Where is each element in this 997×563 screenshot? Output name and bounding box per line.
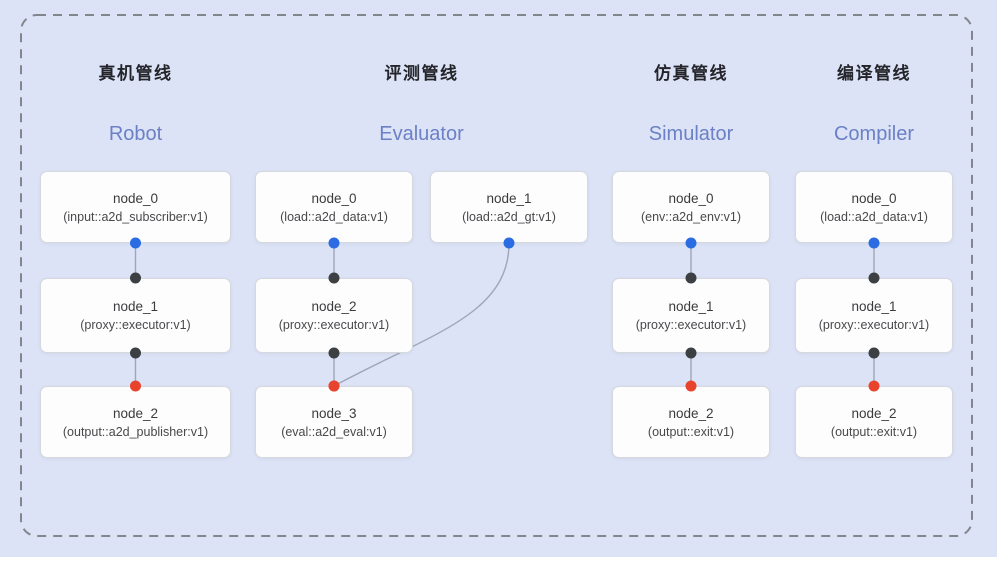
node-title: node_3 bbox=[311, 405, 357, 421]
node-subtitle: (proxy::executor:v1) bbox=[278, 318, 390, 332]
pipeline-title-en: Robot bbox=[108, 123, 163, 145]
pipeline-title-en: Compiler bbox=[833, 123, 915, 145]
node-card-simulator-1[interactable]: node_1 (proxy::executor:v1) bbox=[612, 278, 770, 353]
dashed-frame bbox=[20, 14, 973, 537]
pipeline-title-en: Evaluator bbox=[379, 123, 464, 145]
node-card-simulator-2[interactable]: node_2 (output::exit:v1) bbox=[612, 386, 770, 458]
node-subtitle: (output::exit:v1) bbox=[830, 424, 918, 439]
node-card-evaluator-2[interactable]: node_2 (proxy::executor:v1) bbox=[255, 278, 413, 353]
pipeline-header-robot: 真机管线 Robot bbox=[40, 62, 231, 146]
node-card-compiler-1[interactable]: node_1 (proxy::executor:v1) bbox=[795, 278, 953, 353]
node-card-evaluator-3[interactable]: node_3 (eval::a2d_eval:v1) bbox=[255, 386, 413, 458]
node-title: node_2 bbox=[112, 405, 159, 421]
node-subtitle: (load::a2d_data:v1) bbox=[280, 209, 388, 224]
node-card-evaluator-0[interactable]: node_0 (load::a2d_data:v1) bbox=[255, 171, 413, 243]
pipeline-title-cn: 评测管线 bbox=[384, 64, 459, 83]
pipeline-title-cn: 仿真管线 bbox=[654, 64, 728, 83]
node-title: node_0 bbox=[851, 190, 897, 206]
node-subtitle: (input::a2d_subscriber:v1) bbox=[63, 209, 208, 224]
pipeline-header-compiler: 编译管线 Compiler bbox=[795, 62, 953, 146]
node-subtitle: (proxy::executor:v1) bbox=[818, 318, 930, 332]
node-subtitle: (output::exit:v1) bbox=[647, 424, 735, 439]
node-card-simulator-0[interactable]: node_0 (env::a2d_env:v1) bbox=[612, 171, 770, 243]
pipeline-title-cn: 编译管线 bbox=[837, 64, 911, 83]
edge-eval_1-to-eval_3 bbox=[333, 242, 510, 387]
node-subtitle: (proxy::executor:v1) bbox=[635, 318, 747, 332]
node-subtitle: (eval::a2d_eval:v1) bbox=[281, 424, 387, 439]
node-card-compiler-0[interactable]: node_0 (load::a2d_data:v1) bbox=[795, 171, 953, 243]
node-title: node_1 bbox=[851, 299, 897, 314]
pipeline-header-simulator: 仿真管线 Simulator bbox=[612, 62, 770, 146]
node-title: node_1 bbox=[668, 299, 714, 314]
node-card-robot-0[interactable]: node_0 (input::a2d_subscriber:v1) bbox=[40, 171, 231, 243]
node-title: node_1 bbox=[112, 299, 159, 314]
node-subtitle: (proxy::executor:v1) bbox=[80, 318, 191, 332]
node-title: node_2 bbox=[851, 405, 897, 421]
node-card-evaluator-1[interactable]: node_1 (load::a2d_gt:v1) bbox=[430, 171, 588, 243]
node-subtitle: (load::a2d_data:v1) bbox=[820, 209, 928, 224]
pipeline-header-evaluator: 评测管线 Evaluator bbox=[255, 62, 588, 146]
node-title: node_2 bbox=[311, 299, 357, 314]
pipeline-title-cn: 真机管线 bbox=[98, 64, 173, 83]
node-title: node_2 bbox=[668, 405, 714, 421]
node-card-robot-2[interactable]: node_2 (output::a2d_publisher:v1) bbox=[40, 386, 231, 458]
pipeline-title-en: Simulator bbox=[648, 123, 734, 145]
node-card-robot-1[interactable]: node_1 (proxy::executor:v1) bbox=[40, 278, 231, 353]
node-subtitle: (load::a2d_gt:v1) bbox=[462, 209, 556, 224]
node-title: node_0 bbox=[668, 190, 714, 206]
node-subtitle: (output::a2d_publisher:v1) bbox=[62, 424, 209, 439]
node-subtitle: (env::a2d_env:v1) bbox=[640, 209, 742, 224]
node-title: node_0 bbox=[112, 190, 159, 206]
node-card-compiler-2[interactable]: node_2 (output::exit:v1) bbox=[795, 386, 953, 458]
node-title: node_1 bbox=[486, 190, 532, 206]
node-title: node_0 bbox=[311, 190, 357, 206]
